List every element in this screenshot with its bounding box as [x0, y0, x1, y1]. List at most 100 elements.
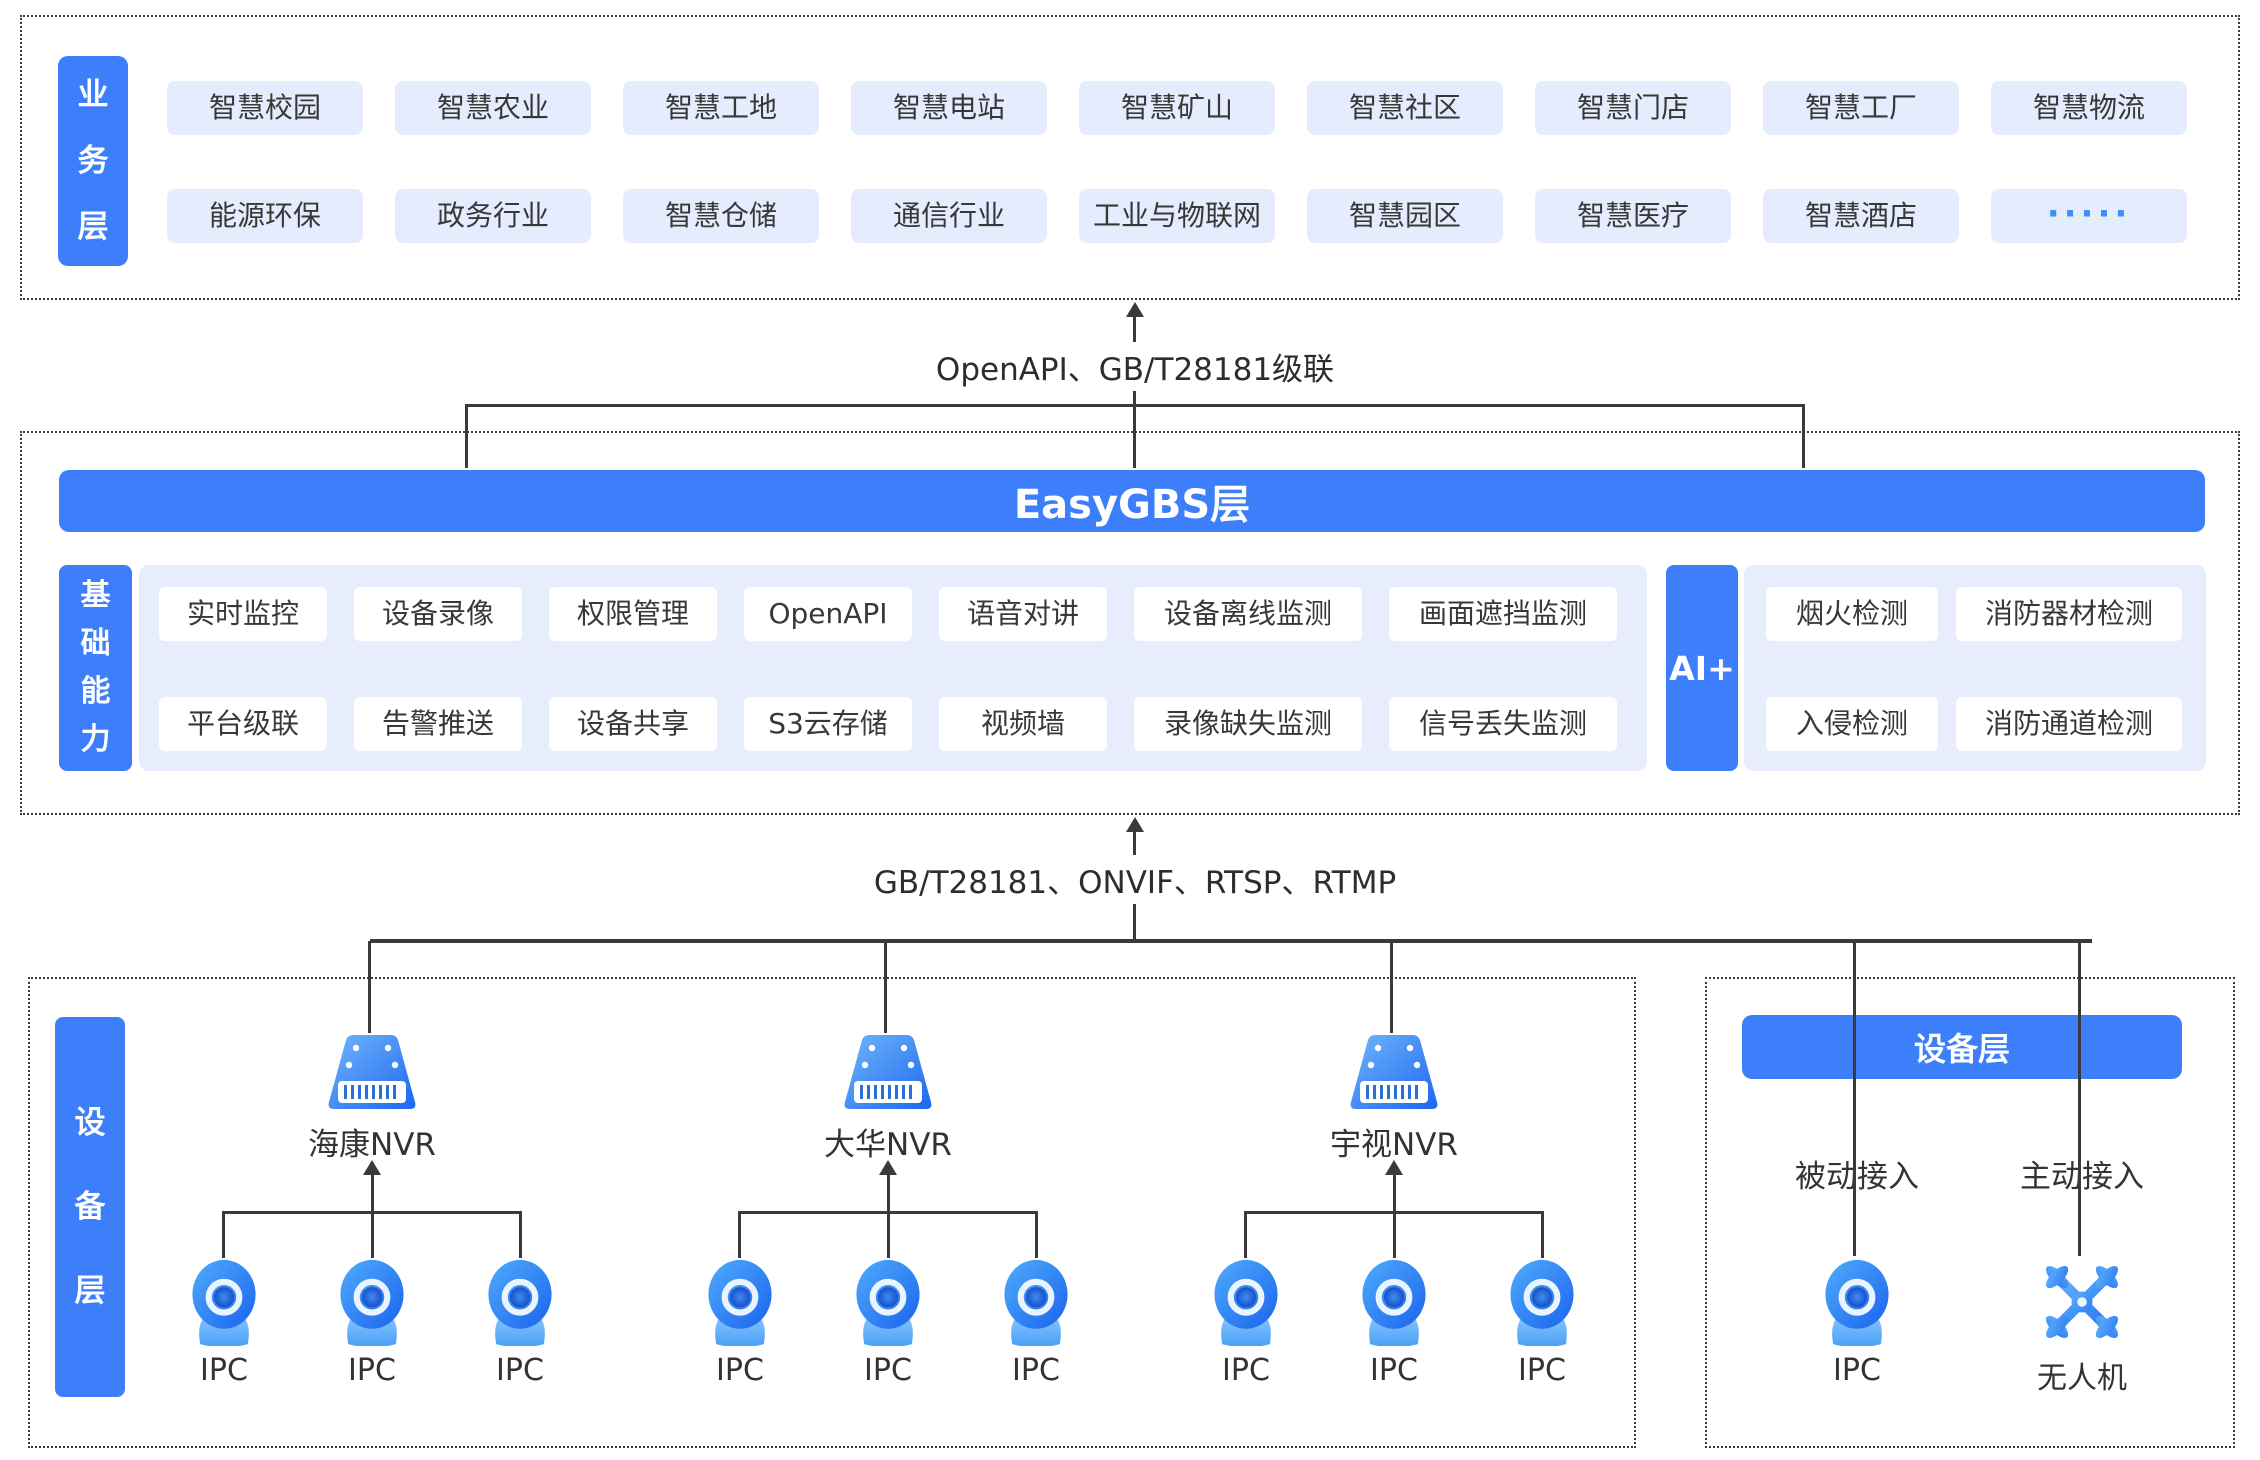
capability-box: 语音对讲	[939, 587, 1107, 641]
ipc-camera-icon	[488, 1259, 552, 1346]
business-chip: 智慧医疗	[1535, 189, 1731, 243]
device-column: 主动接入 无人机	[1707, 979, 2233, 1446]
arrowhead-up-icon	[879, 1160, 897, 1175]
ipc-camera-icon	[708, 1259, 772, 1346]
camera-drop-line	[519, 1211, 522, 1258]
business-chip: 政务行业	[395, 189, 591, 243]
device-layer-label: 设备层	[74, 1105, 106, 1309]
business-chip: 能源环保	[167, 189, 363, 243]
capability-box: 设备共享	[549, 697, 717, 751]
more-dots: ·····	[1991, 189, 2187, 243]
camera-drop-line	[1035, 1211, 1038, 1258]
business-chip: 工业与物联网	[1079, 189, 1275, 243]
device-column: 被动接入 IPC	[1707, 979, 2233, 1446]
easygbs-layer-section: EasyGBS层 基础能力 实时监控 设备录像 权限管理 OpenAPI 语音对…	[20, 431, 2240, 815]
group-bracket-line	[739, 1211, 1037, 1214]
drone-icon	[2046, 1266, 2118, 1338]
business-chip: 智慧工地	[623, 81, 819, 135]
business-layer-label: 业务层	[77, 77, 109, 245]
business-chip: 智慧矿山	[1079, 81, 1275, 135]
ipc-label: IPC	[864, 1353, 912, 1388]
base-capability-label: 基础能力	[80, 578, 111, 757]
arrowhead-up-icon	[363, 1160, 381, 1175]
business-chip: 智慧仓储	[623, 189, 819, 243]
ipc-label: IPC	[716, 1353, 764, 1388]
connector-bracket-left	[465, 404, 468, 468]
camera-drop-line	[738, 1211, 741, 1258]
capability-box: 平台级联	[159, 697, 327, 751]
capability-box: 实时监控	[159, 587, 327, 641]
connector-bracket-right	[1802, 404, 1805, 468]
ipc-camera-icon	[856, 1259, 920, 1346]
nvr-device-icon	[328, 1035, 416, 1109]
nvr-group: 宇视NVR IPC	[30, 979, 1634, 1446]
ipc-label: IPC	[1518, 1353, 1566, 1388]
ai-capability-box: 入侵检测	[1766, 697, 1938, 751]
ai-capability-box: 消防器材检测	[1956, 587, 2182, 641]
business-chip: 智慧电站	[851, 81, 1047, 135]
business-layer-bar: 业务层	[58, 56, 128, 266]
access-type-label: 被动接入	[1783, 1151, 1931, 1196]
business-layer-section: 业务层 智慧校园 智慧农业 智慧工地 智慧电站 智慧矿山 智慧社区 智慧门店 智…	[20, 15, 2240, 300]
capability-row: 平台级联 告警推送 设备共享 S3云存储 视频墙 录像缺失监测 信号丢失监测	[159, 697, 1617, 751]
group-stem-line	[1392, 1175, 1396, 1258]
capability-box: 权限管理	[549, 587, 717, 641]
easygbs-title: EasyGBS层	[1013, 482, 1251, 528]
group-stem-line	[370, 1175, 374, 1258]
nvr-group: 海康NVR IPC	[30, 979, 1634, 1446]
device-connector-line	[370, 939, 2092, 943]
drop-line-passive	[1853, 941, 1856, 1256]
base-capability-bar: 基础能力	[59, 565, 132, 771]
drop-line-dahua	[884, 941, 887, 1033]
capability-box: 告警推送	[354, 697, 522, 751]
ai-plus-bar: AI+	[1666, 565, 1738, 771]
arrowhead-up-icon	[1126, 302, 1144, 317]
ai-row: 烟火检测 消防器材检测	[1766, 587, 2182, 641]
ipc-camera-icon	[1362, 1259, 1426, 1346]
nvr-label: 海康NVR	[308, 1127, 436, 1163]
bottom-connector-label: GB/T28181、ONVIF、RTSP、RTMP	[857, 855, 1413, 904]
ai-row: 入侵检测 消防通道检测	[1766, 697, 2182, 751]
nvr-device-icon	[1350, 1035, 1438, 1109]
drop-line-hikvision	[368, 941, 371, 1033]
drop-line-active	[2078, 941, 2081, 1256]
business-chip: 智慧校园	[167, 81, 363, 135]
capability-row: 实时监控 设备录像 权限管理 OpenAPI 语音对讲 设备离线监测 画面遮挡监…	[159, 587, 1617, 641]
camera-drop-line	[1541, 1211, 1544, 1258]
business-chip: 智慧门店	[1535, 81, 1731, 135]
device-layer-right-title-bar: 设备层	[1742, 1015, 2182, 1079]
ipc-label: IPC	[1012, 1353, 1060, 1388]
device-label: IPC	[1833, 1353, 1881, 1388]
ipc-camera-icon	[1510, 1259, 1574, 1346]
ipc-camera-icon	[192, 1259, 256, 1346]
group-bracket-line	[223, 1211, 521, 1214]
group-bracket-line	[1245, 1211, 1543, 1214]
base-capability-panel: 实时监控 设备录像 权限管理 OpenAPI 语音对讲 设备离线监测 画面遮挡监…	[139, 565, 1647, 771]
ipc-label: IPC	[200, 1353, 248, 1388]
business-chip: 智慧园区	[1307, 189, 1503, 243]
capability-box: OpenAPI	[744, 587, 912, 641]
ipc-camera-icon	[1214, 1259, 1278, 1346]
nvr-label: 大华NVR	[824, 1127, 952, 1163]
business-chip: 智慧工厂	[1763, 81, 1959, 135]
business-chip: 智慧农业	[395, 81, 591, 135]
connector-bracket	[465, 404, 1805, 407]
connector-stem	[1133, 316, 1136, 468]
ipc-label: IPC	[496, 1353, 544, 1388]
ai-plus-label: AI+	[1669, 648, 1735, 688]
camera-drop-line	[1244, 1211, 1247, 1258]
nvr-label: 宇视NVR	[1330, 1127, 1458, 1163]
ipc-camera-icon	[1825, 1259, 1889, 1346]
ipc-camera-icon	[340, 1259, 404, 1346]
top-connector-label: OpenAPI、GB/T28181级联	[919, 342, 1351, 391]
ipc-label: IPC	[348, 1353, 396, 1388]
camera-drop-line	[222, 1211, 225, 1258]
device-layer-bar: 设备层	[55, 1017, 125, 1397]
capability-box: 视频墙	[939, 697, 1107, 751]
business-chip: 智慧酒店	[1763, 189, 1959, 243]
capability-box: S3云存储	[744, 697, 912, 751]
drop-line-uniview	[1390, 941, 1393, 1033]
ai-capability-box: 烟火检测	[1766, 587, 1938, 641]
business-chip: 智慧社区	[1307, 81, 1503, 135]
